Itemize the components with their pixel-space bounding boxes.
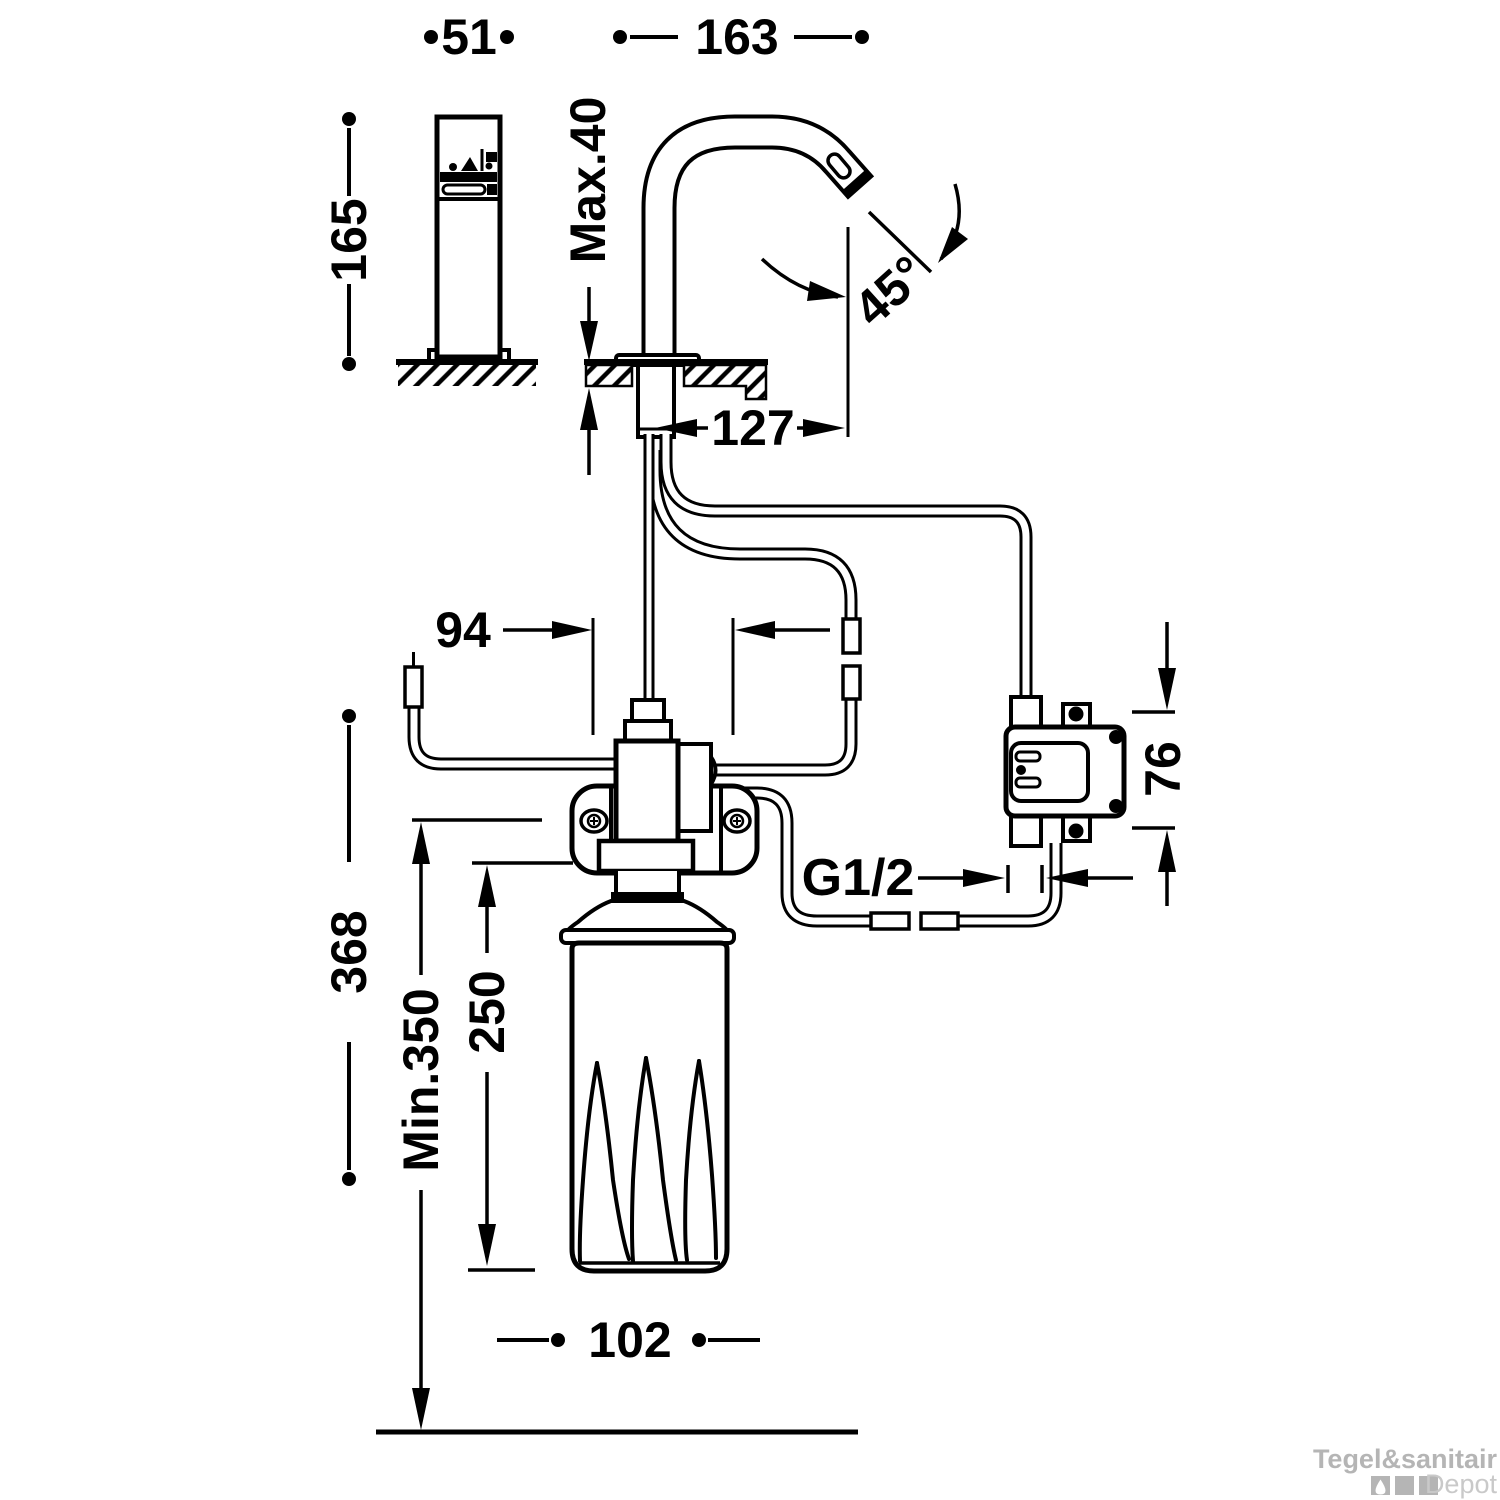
dim-51-label: 51: [441, 9, 497, 65]
face-slot: [1014, 776, 1042, 789]
dim-165-label: 165: [321, 198, 377, 281]
dim-368: 368: [321, 709, 377, 1186]
sensor-icons: [449, 149, 497, 171]
deck-hatch-left: [584, 363, 634, 388]
bottle-grip-grooves: [577, 1056, 718, 1263]
box-screw: [1109, 730, 1123, 744]
right-cable-fill: [651, 450, 855, 774]
cable-connector: [841, 664, 862, 701]
watermark-square: [1395, 1476, 1414, 1495]
dim-76: 76: [1132, 622, 1191, 906]
box-screw: [1109, 799, 1123, 813]
valve-body: [613, 738, 681, 844]
solenoid-coil: [676, 742, 713, 833]
dim-45-label: 45°: [843, 245, 937, 337]
sensor-dot: [487, 184, 497, 195]
dim-165: 165: [321, 112, 377, 371]
face-slot: [1014, 750, 1042, 763]
bottle-neck-fill: [617, 871, 678, 893]
dim-max40: Max.40: [560, 97, 616, 475]
hose-connector: [919, 911, 960, 931]
dim-250-label: 250: [459, 970, 515, 1053]
valve-and-bottle: [559, 698, 760, 1274]
connector-gap: [908, 913, 922, 930]
g12-hose-fill: [712, 789, 1060, 925]
dim-94-label: 94: [435, 602, 491, 658]
counter-hatch: [398, 365, 536, 386]
dim-g12-label: G1/2: [802, 849, 915, 907]
dim-102-label: 102: [588, 1312, 671, 1368]
dim-368-label: 368: [321, 910, 377, 993]
bracket-screw: [722, 808, 752, 834]
dim-min350: Min.350: [376, 818, 858, 1435]
dim-g12: G1/2: [802, 849, 1133, 907]
dim-250: 250: [459, 861, 573, 1272]
reference-line-45: [867, 210, 933, 274]
mounting-shank: [636, 363, 676, 439]
deck-hatch-right: [682, 363, 768, 401]
dim-163-label: 163: [695, 9, 778, 65]
dim-max40-label: Max.40: [560, 97, 616, 264]
bottle-neck-ring: [611, 892, 684, 901]
sensor-window-slot: [441, 183, 487, 196]
left-cable-fill: [410, 704, 622, 768]
soap-bottle-body: [569, 940, 730, 1274]
dim-163: 163: [613, 9, 869, 65]
control-box-hose-fill: [662, 434, 1030, 702]
hoses-and-cables: [403, 434, 1063, 931]
spout-fill: [645, 118, 865, 363]
dim-102: 102: [497, 1312, 760, 1368]
dim-51: 51: [424, 9, 514, 65]
cable-connector: [403, 665, 424, 709]
dim-127-label: 127: [711, 400, 794, 456]
hose-connector: [869, 911, 911, 931]
watermark-brand: Tegel&sanitair: [1313, 1444, 1498, 1474]
tab-hole: [1068, 706, 1084, 722]
dim-127: 127: [655, 400, 845, 456]
dim-76-label: 76: [1135, 741, 1191, 797]
control-box: [1003, 695, 1127, 848]
left-cable-outline: [407, 704, 622, 771]
sensor-band: [440, 172, 497, 182]
box-bottom-connector: [1009, 814, 1043, 848]
bracket-screw: [579, 808, 609, 834]
tab-hole: [1068, 823, 1084, 839]
dim-94: 94: [435, 602, 830, 735]
faucet-main-view: [641, 114, 875, 363]
connector-gap: [842, 654, 861, 665]
faucet-front-view: [396, 114, 538, 386]
face-hole: [1016, 765, 1026, 775]
spout-sensor-window: [826, 152, 852, 180]
watermark: Tegel&sanitair Depot: [1313, 1444, 1498, 1499]
bottle-nut: [596, 838, 696, 874]
cable-connector: [841, 617, 862, 655]
box-top-connector: [1009, 695, 1043, 729]
watermark-suffix: Depot: [1425, 1469, 1498, 1499]
watermark-square: [1419, 1476, 1438, 1495]
water-drop-icon: [1375, 1479, 1386, 1495]
dim-min350-label: Min.350: [393, 988, 449, 1171]
counter-deck: [584, 353, 768, 439]
